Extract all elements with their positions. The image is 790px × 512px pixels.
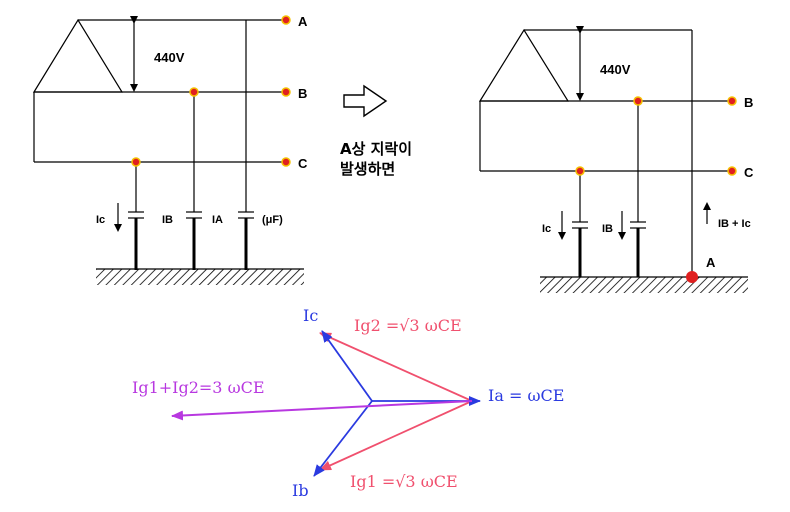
right-capacitor-c xyxy=(572,221,588,229)
sum-label: Ig1+Ig2=3 ωCE xyxy=(132,378,265,397)
sum-vector xyxy=(171,400,473,421)
right-junction-c-dot xyxy=(575,166,585,176)
left-capacitor-b xyxy=(186,211,202,219)
left-current-ia: IA xyxy=(212,214,223,226)
left-terminal-b-dot xyxy=(281,87,291,97)
left-ground xyxy=(96,269,304,285)
ib-label: Ib xyxy=(292,481,309,500)
right-junction-b-dot xyxy=(633,96,643,106)
left-capacitor-a xyxy=(238,211,254,219)
phasor-diagram: Ic Ib Ia = ωCE Ig2 =√3 ωCE Ig1 =√3 ωCE I… xyxy=(132,306,564,500)
left-delta-triangle xyxy=(32,18,124,93)
outline-arrow-icon xyxy=(343,84,388,118)
left-junction-c-dot xyxy=(131,157,141,167)
ig2-vector xyxy=(319,332,473,402)
transition-line2: 발생하면 xyxy=(340,160,395,178)
ig1-vector xyxy=(319,400,473,471)
right-terminal-c: C xyxy=(744,165,754,180)
left-voltage-label: 440V xyxy=(154,50,185,65)
return-current-label: IB + Ic xyxy=(718,218,751,230)
ib-vector xyxy=(313,400,373,477)
left-terminal-c: C xyxy=(298,156,308,171)
left-terminal-a: A xyxy=(298,14,308,29)
ia-label: Ia = ωCE xyxy=(488,386,564,405)
right-capacitor-b xyxy=(630,221,646,229)
left-current-ib: IB xyxy=(162,214,173,226)
left-current-ic: Ic xyxy=(96,214,105,226)
ic-label: Ic xyxy=(303,306,318,325)
right-ground xyxy=(540,277,748,293)
right-circuit: 440V Ic IB IB + Ic B C A xyxy=(478,26,754,293)
ig2-label: Ig2 =√3 ωCE xyxy=(354,316,462,335)
left-capacitor-c xyxy=(128,211,144,219)
left-terminal-c-dot xyxy=(281,157,291,167)
ic-vector xyxy=(321,330,373,402)
right-current-ic: Ic xyxy=(542,223,551,235)
left-terminal-a-dot xyxy=(281,15,291,25)
right-terminal-c-dot xyxy=(727,166,737,176)
left-circuit: 440V Ic IB IA (μF) xyxy=(32,14,308,285)
fault-point-dot xyxy=(686,271,698,283)
right-terminal-b: B xyxy=(744,95,753,110)
ig1-label: Ig1 =√3 ωCE xyxy=(350,472,458,491)
left-junction-b-dot xyxy=(189,87,199,97)
fault-label: A xyxy=(706,255,716,270)
transition: A상 지락이 발생하면 xyxy=(340,84,412,178)
left-terminal-b: B xyxy=(298,86,307,101)
right-terminal-b-dot xyxy=(727,96,737,106)
left-capacitance-unit: (μF) xyxy=(262,214,283,226)
right-voltage-label: 440V xyxy=(600,62,631,77)
transition-line1: A상 지락이 xyxy=(340,140,412,158)
right-current-ib: IB xyxy=(602,223,613,235)
right-delta-triangle xyxy=(478,28,570,102)
